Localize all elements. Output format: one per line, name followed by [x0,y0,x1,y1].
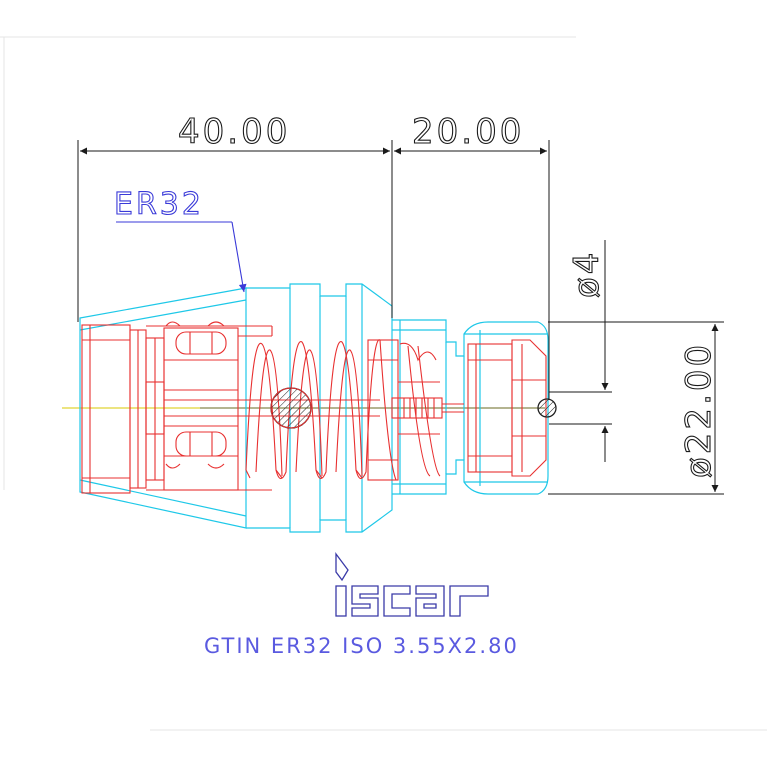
dimension-diameter-large: ø22.00 [679,342,719,478]
dimension-diameter-small: ø4 [567,250,607,298]
collet-label: ER32 [114,187,204,222]
dimension-length-right: 20.00 [412,112,524,152]
drawing-caption: GTIN ER32 ISO 3.55X2.80 [204,634,519,658]
dimension-lines [77,140,724,495]
ball-right [537,398,557,418]
frame-lines [0,36,767,731]
collet-label-leader [116,221,247,293]
dimension-length-left: 40.00 [178,112,290,152]
brand-logo [335,552,489,617]
internal-parts [81,321,547,494]
ball-left [270,387,312,429]
